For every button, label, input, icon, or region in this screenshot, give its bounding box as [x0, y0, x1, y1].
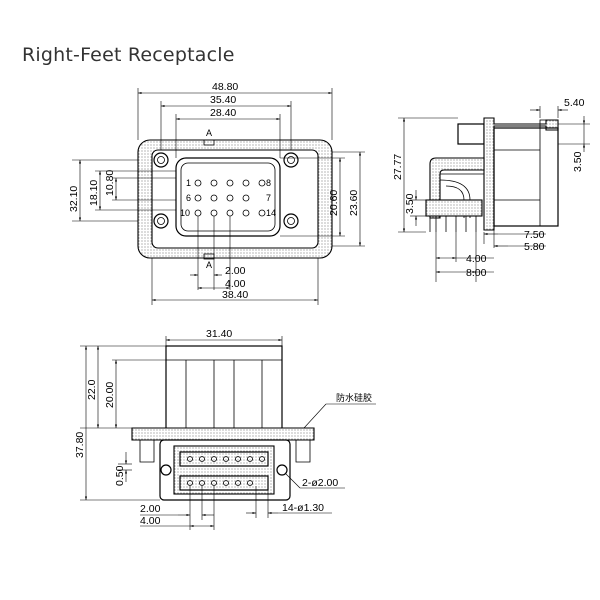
- dim-38-40: 38.40: [222, 289, 248, 301]
- dim-22-0: 22.0: [86, 379, 98, 400]
- mount-hole-tl: [153, 152, 169, 168]
- drawing-title: Right-Feet Receptacle: [22, 44, 235, 66]
- dim-23-60: 23.60: [348, 190, 360, 216]
- pin-array: [194, 179, 266, 217]
- dim-2-00-bottom: 2.00: [140, 503, 161, 515]
- pin-cavity: [175, 157, 281, 237]
- bottom-pin-row: [187, 456, 265, 486]
- dim-0-50: 0.50: [114, 465, 126, 486]
- pin-label-1: 1: [186, 178, 191, 188]
- dim-5-80: 5.80: [524, 241, 545, 253]
- mount-hole-tr: [283, 152, 299, 168]
- front-flange: [137, 139, 333, 259]
- section-mark-bottom: A: [206, 260, 212, 270]
- front-view: 1 8 6 7 10 14 A A 48.80 35.40 28.40 2.00…: [68, 81, 365, 305]
- dim-31-40: 31.40: [206, 328, 232, 340]
- pin-label-6: 6: [186, 193, 191, 203]
- side-flange: [483, 117, 559, 231]
- dim-4-00: 4.00: [225, 278, 246, 290]
- dim-28-40: 28.40: [210, 107, 236, 119]
- bottom-lower-housing: [159, 439, 291, 501]
- dim-8-00: 8.00: [466, 267, 487, 279]
- bottom-flange: [131, 427, 315, 441]
- pin-label-7: 7: [266, 193, 271, 203]
- dim-32-10: 32.10: [68, 186, 80, 212]
- dim-10-80: 10.80: [104, 170, 116, 196]
- bottom-view: 31.40 22.0 20.00 37.80 0.50 2.00 4.00 2-…: [74, 328, 376, 530]
- dim-35-40: 35.40: [210, 94, 236, 106]
- dim-37-80: 37.80: [74, 432, 86, 458]
- side-view: 5.40 3.50 27.77 3.50 7.50 5.80 4.00 8.00: [392, 97, 590, 282]
- dim-3-50-left: 3.50: [404, 193, 416, 214]
- dim-2-dia-2-00: 2-ø2.00: [302, 477, 338, 489]
- dim-2-00: 2.00: [225, 265, 246, 277]
- bottom-upper-body: [165, 345, 283, 431]
- note-waterproof-silicone: 防水硅胶: [336, 392, 372, 404]
- dim-18-10: 18.10: [88, 180, 100, 206]
- pin-label-14: 14: [266, 208, 276, 218]
- dim-3-50-right: 3.50: [572, 151, 584, 172]
- dim-20-00: 20.00: [104, 382, 116, 408]
- dim-27-77: 27.77: [392, 154, 404, 180]
- dim-14-dia-1-30: 14-ø1.30: [282, 502, 324, 514]
- dim-4-00-bottom: 4.00: [140, 515, 161, 527]
- pin-label-10: 10: [180, 208, 190, 218]
- section-mark-top: A: [206, 128, 212, 138]
- dim-20-60: 20.60: [328, 190, 340, 216]
- dim-48-80: 48.80: [212, 81, 238, 93]
- mount-hole-br: [283, 213, 299, 229]
- pin-label-8: 8: [266, 178, 271, 188]
- mount-hole-bl: [153, 213, 169, 229]
- dim-5-40: 5.40: [564, 97, 585, 109]
- dim-7-50: 7.50: [524, 229, 545, 241]
